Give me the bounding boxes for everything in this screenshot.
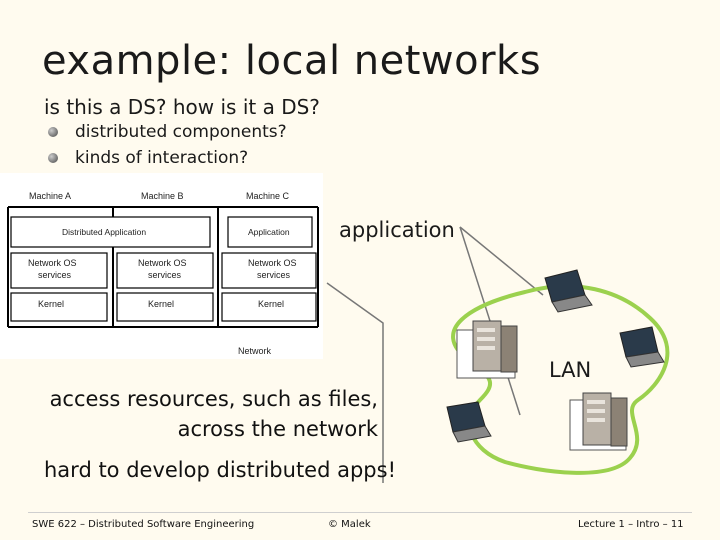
services-c-line1: Network OS (248, 258, 297, 268)
services-b-line2: services (148, 270, 182, 280)
access-line-1: access resources, such as files, (49, 387, 378, 411)
bullet-text: distributed components? (75, 122, 287, 142)
lan-label: LAN (549, 358, 592, 382)
ds-layer-diagram: Machine A Machine B Machine C Distribute… (0, 173, 323, 359)
slide-subtitle: is this a DS? how is it a DS? (44, 95, 320, 119)
machine-a-label: Machine A (29, 191, 71, 201)
laptop-icon (544, 269, 593, 313)
lan-illustration (326, 226, 670, 483)
access-pointer-line (326, 282, 384, 483)
footer-divider (28, 512, 692, 513)
server-icon (569, 392, 628, 451)
bullet-text: kinds of interaction? (75, 148, 249, 168)
services-c-line2: services (257, 270, 291, 280)
bullet-item: distributed components? (48, 122, 287, 142)
services-b-line1: Network OS (138, 258, 187, 268)
services-a-line2: services (38, 270, 72, 280)
laptop-icon (619, 326, 665, 368)
slide-title: example: local networks (42, 38, 542, 84)
machine-b-label: Machine B (141, 191, 184, 201)
footer-page: Lecture 1 – Intro – 11 (578, 519, 684, 530)
access-resources-text: access resources, such as files, across … (28, 384, 378, 444)
machine-c-label: Machine C (246, 191, 290, 201)
footer-author: © Malek (328, 519, 371, 530)
server-icon (456, 320, 518, 379)
distributed-app-box (10, 216, 211, 248)
application-callout-text: application (339, 218, 455, 242)
application-box (227, 216, 313, 248)
access-line-2: across the network (177, 417, 378, 441)
footer-course: SWE 622 – Distributed Software Engineeri… (32, 519, 255, 530)
bullet-icon (48, 127, 58, 137)
services-a-line1: Network OS (28, 258, 77, 268)
distributed-app-label: Distributed Application (62, 227, 146, 237)
bullet-item: kinds of interaction? (48, 148, 248, 168)
kernel-a-label: Kernel (38, 299, 64, 309)
network-label: Network (238, 346, 272, 356)
laptop-icon (446, 401, 492, 443)
application-pointer-line (459, 226, 544, 296)
application-label: Application (248, 227, 290, 237)
kernel-b-label: Kernel (148, 299, 174, 309)
kernel-c-label: Kernel (258, 299, 284, 309)
hard-to-develop-text: hard to develop distributed apps! (44, 458, 396, 482)
bullet-icon (48, 153, 58, 163)
application-callout: application (334, 218, 460, 246)
